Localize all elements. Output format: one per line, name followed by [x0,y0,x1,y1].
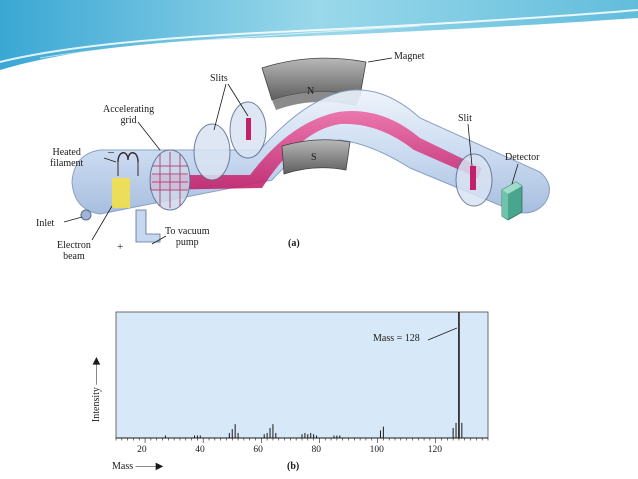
spectrum-caption: (b) [287,461,300,472]
annotation-leader [427,327,458,341]
slits-label: Slits [210,73,228,84]
plus-terminal-label: + [117,241,124,253]
filament-yellow [112,178,130,208]
x-tick-label: 120 [427,445,442,455]
vacuum-pump-label: To vacuum pump [165,226,210,248]
x-tick-label: 40 [195,445,205,455]
detector-label: Detector [505,152,540,163]
magnet-south-pole [281,139,351,175]
diagram-caption: (a) [288,238,300,249]
inlet-label: Inlet [36,218,55,229]
magnet-label: Magnet [394,51,425,62]
x-tick-label: 60 [253,445,263,455]
slit-disk-1 [193,123,231,181]
accelerating-grid-label: Accelerating grid [103,104,155,126]
inlet-port [80,209,92,221]
ion-beam [150,111,482,190]
vacuum-pump-tube [135,209,161,243]
south-pole-label: S [311,152,317,163]
x-axis-label: Mass ——▶ [112,461,164,472]
mass-annotation: Mass = 128 [373,333,420,344]
north-pole-label: N [307,86,315,97]
x-tick-label: 20 [137,445,147,455]
heated-filament-coil [117,152,139,163]
detector [501,181,523,221]
mass-spectrometer-diagram [63,57,550,245]
y-axis-label: Intensity ——▶ [91,356,103,423]
x-tick-label: 100 [369,445,384,455]
minus-terminal-label: – [108,144,114,158]
electron-beam-label: Electron beam [57,240,91,262]
plot-area [115,311,489,439]
x-tick-label: 80 [311,445,321,455]
header-banner [0,0,638,70]
slit-label: Slit [458,113,472,124]
heated-filament-label: Heated filament [50,147,84,169]
